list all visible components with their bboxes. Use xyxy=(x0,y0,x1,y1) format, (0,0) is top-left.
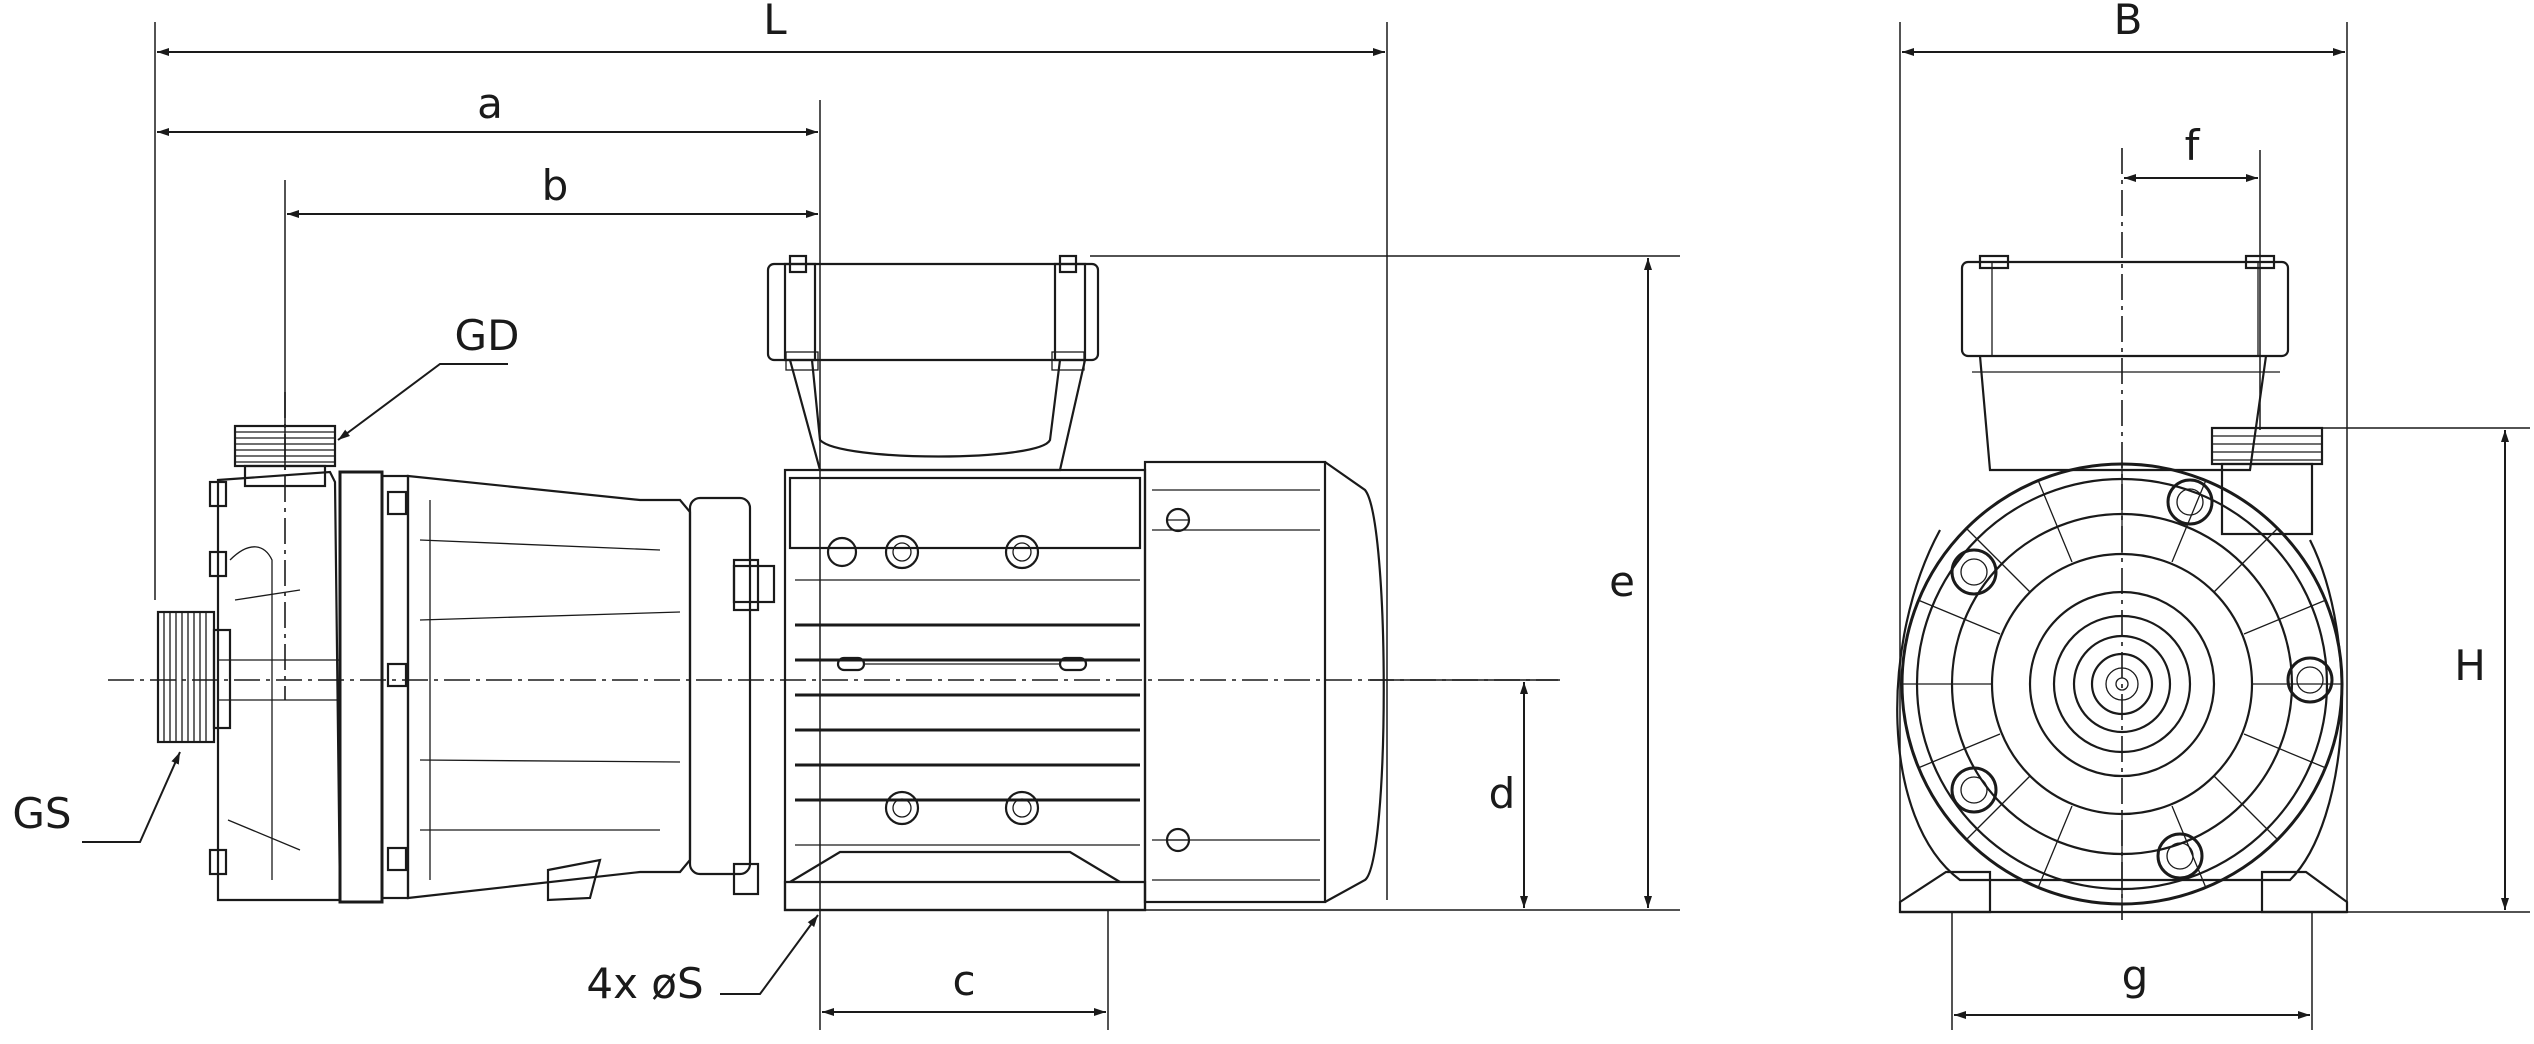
pump-volute xyxy=(156,424,410,904)
front-discharge-port xyxy=(2210,426,2324,536)
side-extension-lines xyxy=(154,22,1680,1030)
side-dimension-lines xyxy=(157,48,1652,1016)
front-housing xyxy=(1896,462,2344,906)
motor-body xyxy=(783,468,1147,912)
label-b: b xyxy=(542,161,569,210)
label-e: e xyxy=(1609,557,1635,606)
label-d: d xyxy=(1489,769,1516,818)
bolt-boss-bottom xyxy=(2156,832,2204,880)
bolt-boss-top xyxy=(2166,478,2214,526)
screw-bottom-right xyxy=(1004,790,1040,826)
front-view: B f H g xyxy=(1896,0,2530,1030)
pump-lantern xyxy=(406,474,692,902)
front-terminal-box xyxy=(1960,254,2290,472)
bolt-boss-left xyxy=(1950,548,1998,596)
label-f: f xyxy=(2185,121,2201,170)
label-H: H xyxy=(2454,641,2486,690)
terminal-box xyxy=(766,254,1100,472)
label-a: a xyxy=(477,79,503,128)
front-feet xyxy=(1898,870,2349,914)
screw-top-right xyxy=(1004,534,1040,570)
screw-top-extra xyxy=(826,536,858,568)
motor-flange xyxy=(688,496,776,896)
bolt-boss-bottom-left xyxy=(1950,766,1998,814)
label-L: L xyxy=(763,0,787,44)
front-dimension-lines xyxy=(1902,48,2509,1019)
label-c: c xyxy=(952,956,975,1005)
leader-lines xyxy=(82,363,819,995)
screw-bottom-left xyxy=(884,790,920,826)
label-4x-oS: 4x øS xyxy=(586,959,703,1008)
front-spokes xyxy=(1902,464,2342,904)
label-GD: GD xyxy=(455,311,520,360)
front-extension-lines xyxy=(1899,22,2530,1030)
label-B: B xyxy=(2114,0,2143,44)
screw-top-left xyxy=(884,534,920,570)
label-g: g xyxy=(2122,951,2149,1000)
fan-cover xyxy=(1143,460,1385,904)
side-view: L a b GD GS e d c 4x øS xyxy=(12,0,1680,1030)
label-GS: GS xyxy=(12,789,71,838)
bolt-boss-right xyxy=(2286,656,2334,704)
